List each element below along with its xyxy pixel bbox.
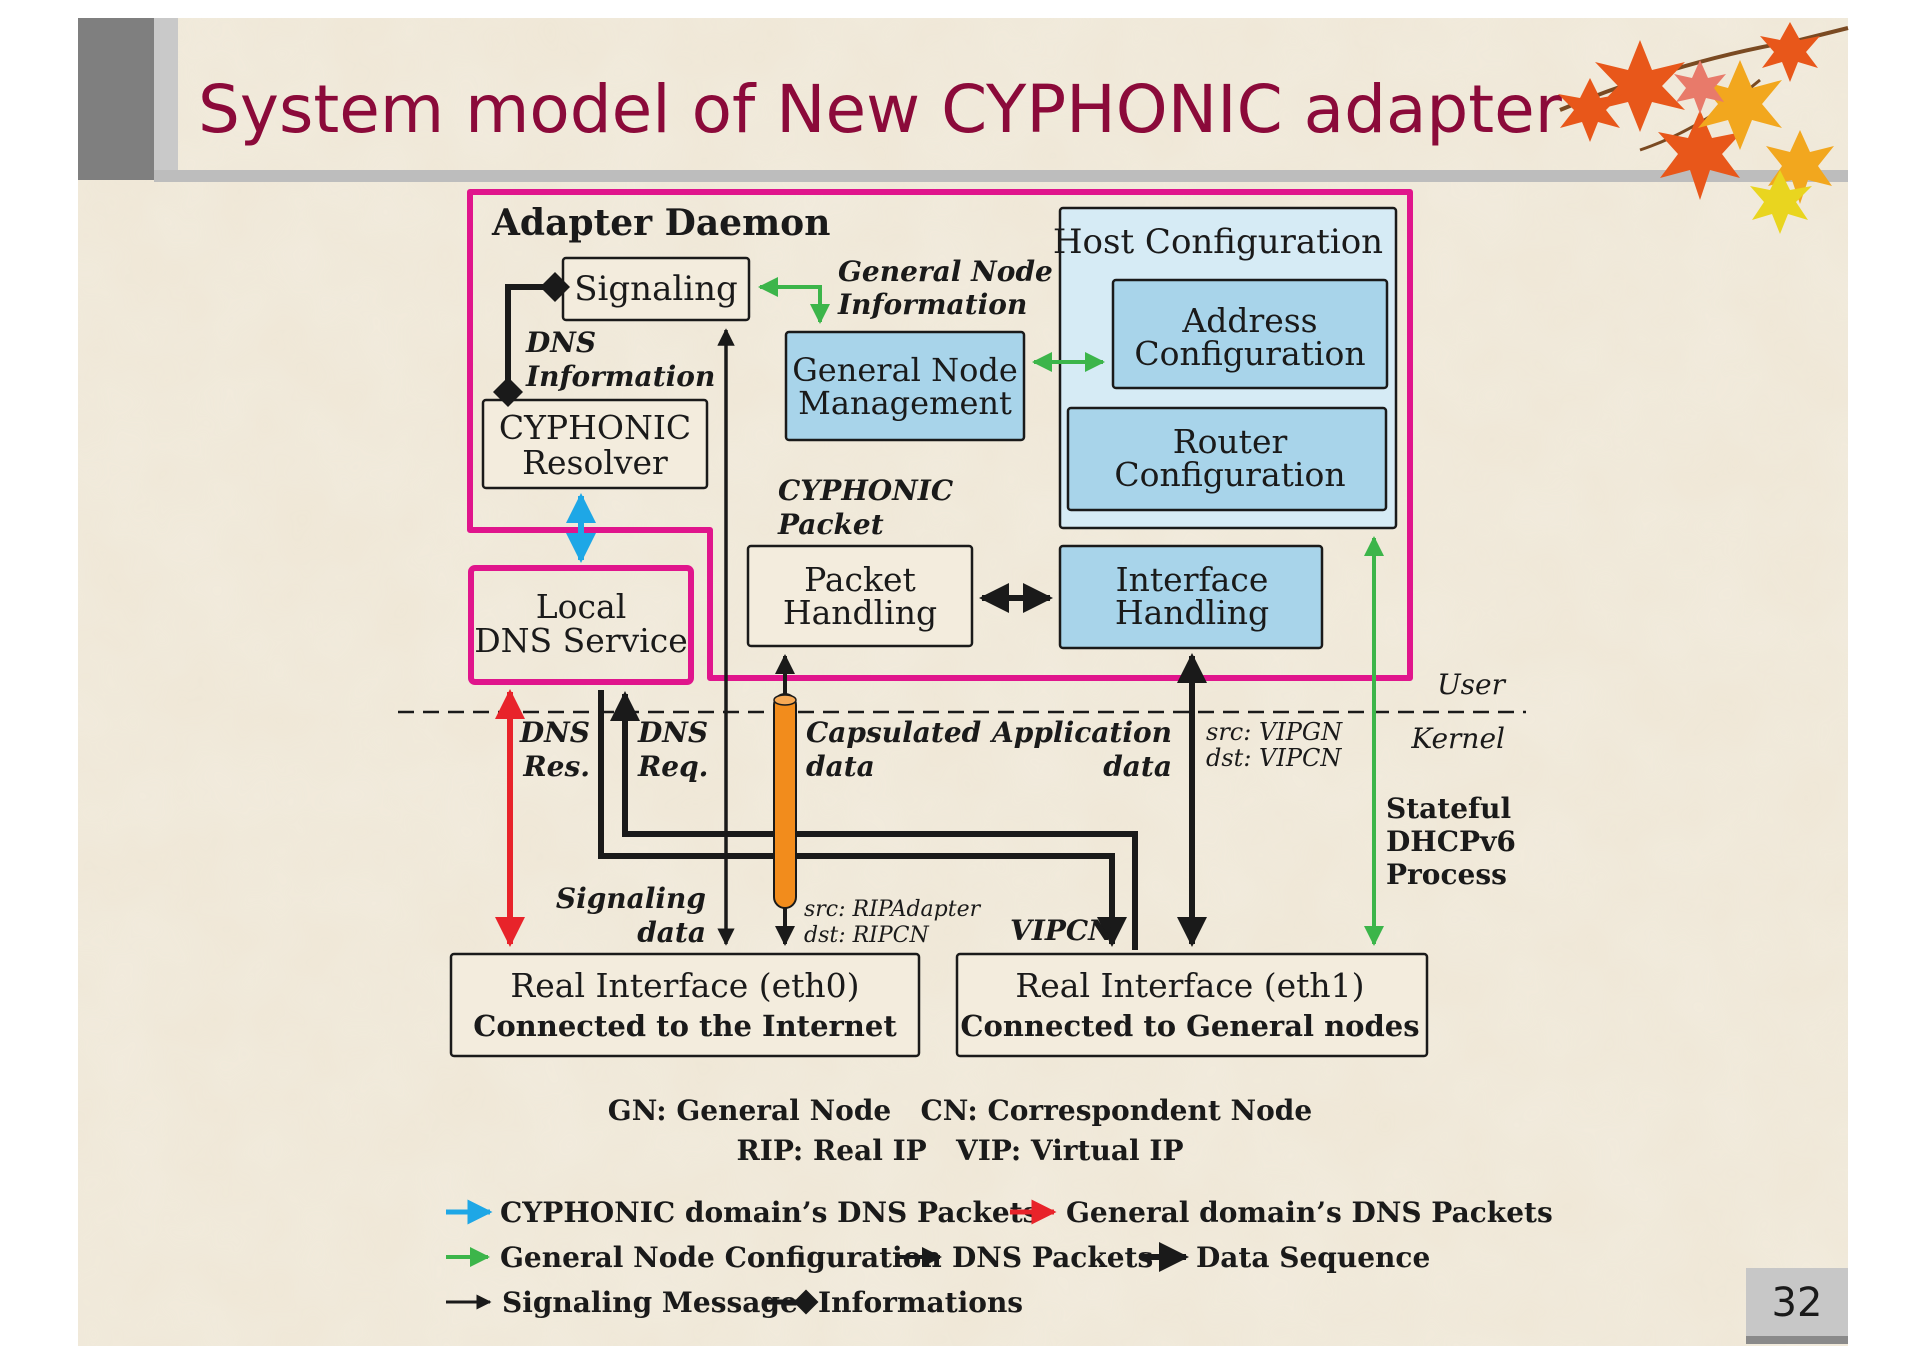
dns-information-connector	[493, 272, 570, 407]
cyphonic-packet-line1: CYPHONIC	[778, 474, 954, 507]
packet-handling-box	[746, 544, 974, 648]
address-config-line2: Configuration	[1134, 334, 1365, 373]
legend-general-dns: General domain’s DNS Packets	[1066, 1196, 1553, 1229]
gnm-line1: General Node	[792, 351, 1018, 389]
legend: CYPHONIC domain’s DNS Packets General do…	[446, 1196, 1553, 1319]
dhcp-line3: Process	[1386, 858, 1507, 891]
eth1-line2: Connected to General nodes	[960, 1009, 1419, 1043]
dns-res-line1: DNS	[519, 716, 590, 749]
capsulated-tunnel	[773, 693, 797, 909]
interface-handling-line1: Interface	[1116, 560, 1269, 599]
adapter-daemon-label: Adapter Daemon	[491, 202, 830, 244]
page-number-box	[1746, 1268, 1848, 1336]
maple-leaves-decoration	[1558, 22, 1849, 234]
dns-res-line2: Res.	[522, 750, 590, 783]
eth0-box	[449, 952, 921, 1058]
signaling-data-line2: data	[637, 916, 706, 949]
local-dns-line1: Local	[536, 587, 627, 626]
capsulated-line1: Capsulated	[806, 716, 981, 749]
general-node-management-box	[784, 330, 1026, 442]
address-config-line1: Address	[1181, 301, 1317, 340]
dhcp-line2: DHCPv6	[1386, 825, 1516, 858]
dns-req-line1: DNS	[637, 716, 708, 749]
dns-req-path	[610, 691, 1138, 950]
signaling-label: Signaling	[574, 269, 738, 309]
legend-informations: Informations	[818, 1286, 1023, 1319]
legend-signaling-message: Signaling Message	[502, 1286, 798, 1319]
gn-info-line2: Information	[837, 288, 1027, 321]
packet-handling-line1: Packet	[804, 560, 916, 599]
dns-info-line1: DNS	[525, 326, 596, 359]
router-config-line1: Router	[1173, 422, 1288, 461]
dns-res-path	[598, 690, 1127, 947]
adapter-daemon-frame	[467, 189, 1413, 681]
abbreviations-line1: GN: General Node CN: Correspondent Node	[608, 1094, 1312, 1127]
eth0-line1: Real Interface (eth0)	[510, 966, 859, 1005]
kernel-label: Kernel	[1410, 722, 1505, 755]
gn-info-line1: General Node	[838, 255, 1053, 288]
interface-handling-line2: Handling	[1115, 593, 1269, 632]
dns-info-line2: Information	[525, 360, 715, 393]
header-dark-bar	[78, 18, 154, 180]
vip-cn-label: VIPCN	[1010, 914, 1115, 947]
cyphonic-resolver-box	[481, 398, 709, 490]
dst-vip-cn: dst: VIPCN	[1206, 744, 1342, 772]
cyphonic-packet-line2: Packet	[777, 508, 884, 541]
dst-rip-cn: dst: RIPCN	[804, 923, 930, 948]
signaling-data-line1: Signaling	[556, 882, 706, 915]
local-dns-service-box	[468, 565, 694, 685]
abbreviations-line2: RIP: Real IP VIP: Virtual IP	[736, 1134, 1183, 1167]
eth1-line1: Real Interface (eth1)	[1015, 966, 1364, 1005]
legend-general-node-config: General Node Configuration	[500, 1241, 942, 1274]
gnm-line2: Management	[798, 384, 1012, 422]
cyphonic-resolver-line1: CYPHONIC	[499, 408, 691, 447]
capsulated-line2: data	[806, 750, 875, 783]
src-vip-gn: src: VIPGN	[1206, 718, 1343, 746]
src-rip-adapter: src: RIPAdapter	[804, 897, 982, 922]
packet-handling-line2: Handling	[783, 593, 937, 632]
dns-req-line2: Req.	[637, 750, 708, 783]
host-configuration-label: Host Configuration	[1053, 222, 1383, 262]
header-underline	[154, 170, 1848, 182]
legend-data-sequence: Data Sequence	[1196, 1241, 1430, 1274]
router-configuration-box	[1066, 406, 1388, 512]
user-label: User	[1437, 668, 1507, 701]
router-config-line2: Configuration	[1114, 455, 1345, 494]
local-dns-line2: DNS Service	[474, 621, 688, 660]
general-node-information-connector	[758, 277, 830, 324]
eth0-line2: Connected to the Internet	[473, 1009, 897, 1043]
application-line2: data	[1103, 750, 1172, 783]
application-line1: Application	[989, 716, 1172, 749]
legend-dns-packets: DNS Packets	[952, 1241, 1153, 1274]
dhcp-line1: Stateful	[1386, 792, 1511, 825]
page-number: 32	[1772, 1280, 1823, 1326]
address-configuration-box	[1111, 278, 1389, 390]
eth1-box	[955, 952, 1429, 1058]
legend-cyphonic-dns: CYPHONIC domain’s DNS Packets	[500, 1196, 1038, 1229]
interface-handling-box	[1058, 544, 1324, 650]
slide-title: System model of New CYPHONIC adapter	[198, 71, 1563, 148]
cyphonic-resolver-line2: Resolver	[522, 443, 668, 482]
